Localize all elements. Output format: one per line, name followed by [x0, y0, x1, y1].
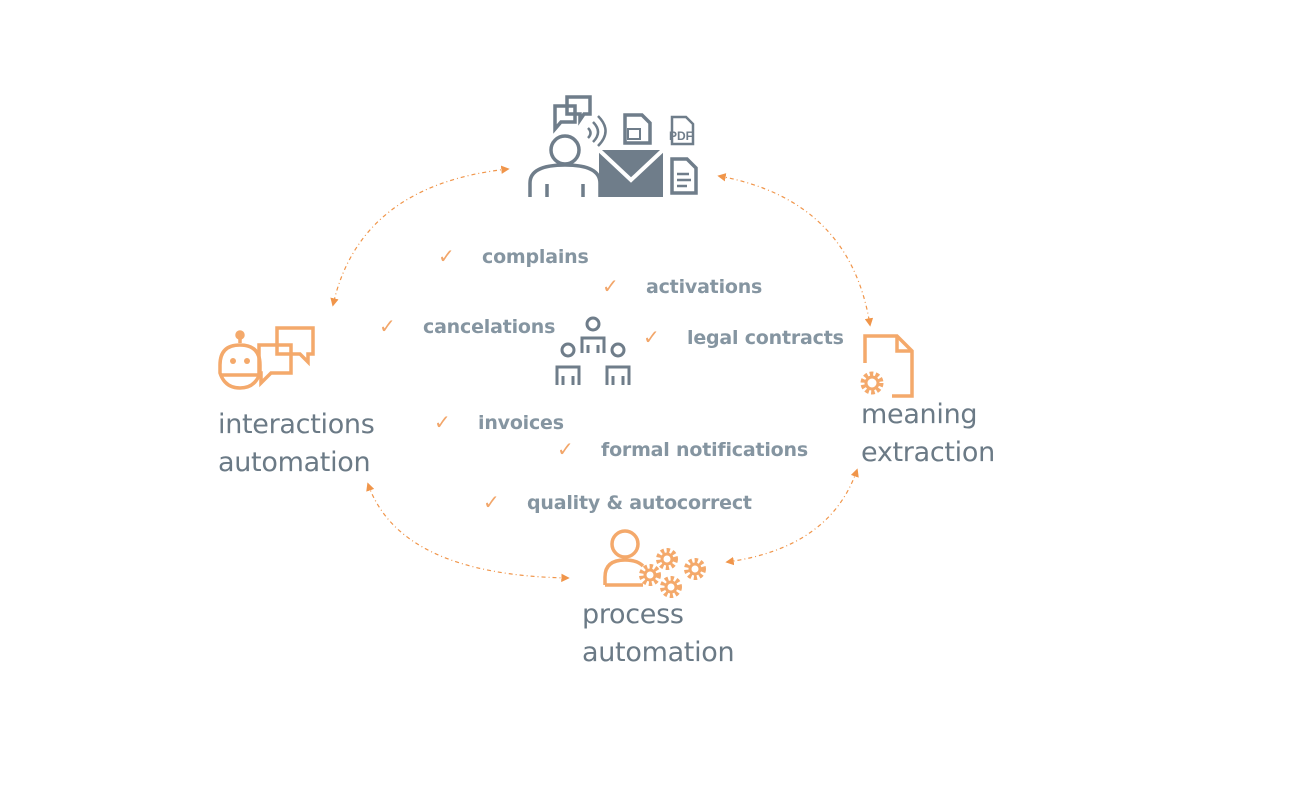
node-label-line: automation [582, 637, 735, 668]
gear-icon [860, 371, 884, 395]
pdf-label: PDF [669, 129, 693, 143]
list-item-invoices: ✓ invoices [434, 410, 564, 435]
item-label: activations [646, 275, 763, 298]
item-label: legal contracts [687, 326, 844, 349]
text-file-icon [670, 157, 698, 195]
list-item-quality-autocorrect: ✓ quality & autocorrect [483, 490, 752, 515]
list-item-activations: ✓ activations [602, 274, 762, 299]
document-gear-icon [860, 334, 914, 398]
chat-bubbles-icon [553, 95, 592, 134]
item-label: invoices [478, 411, 564, 434]
arrow-meaning-to-process [725, 468, 859, 566]
pdf-file-icon [670, 115, 695, 146]
check-icon: ✓ [557, 439, 574, 461]
check-icon: ✓ [602, 276, 619, 298]
arrow-input-to-interactions [330, 165, 510, 307]
arrow-interactions-to-process [366, 482, 570, 583]
check-icon: ✓ [379, 316, 396, 338]
image-file-icon [623, 113, 652, 145]
item-label: cancelations [423, 315, 556, 338]
arrow-input-to-meaning [717, 173, 874, 327]
person-gears-icon [603, 529, 706, 598]
list-item-formal-notifications: ✓ formal notifications [557, 437, 808, 462]
node-label-line: automation [218, 447, 371, 478]
node-label-line: extraction [861, 437, 995, 468]
check-icon: ✓ [643, 327, 660, 349]
node-meaning-extraction: meaning extraction [861, 396, 995, 472]
envelope-icon [597, 148, 665, 197]
check-icon: ✓ [434, 412, 451, 434]
input-channels-icon: PDF [528, 95, 698, 197]
chatbot-icon [218, 326, 315, 390]
person-icon [549, 134, 581, 166]
check-icon: ✓ [438, 246, 455, 268]
node-interactions-automation: interactions automation [218, 406, 375, 482]
list-item-complains: ✓ complains [438, 244, 589, 269]
people-group-icon [555, 316, 631, 385]
item-label: formal notifications [601, 438, 808, 461]
check-icon: ✓ [483, 492, 500, 514]
node-label-line: meaning [861, 399, 978, 430]
node-label-line: process [582, 599, 684, 630]
list-item-cancelations: ✓ cancelations [379, 314, 555, 339]
node-label-line: interactions [218, 409, 375, 440]
node-process-automation: process automation [582, 596, 735, 672]
list-item-legal-contracts: ✓ legal contracts [643, 325, 844, 350]
item-label: complains [482, 245, 589, 268]
item-label: quality & autocorrect [527, 491, 752, 514]
